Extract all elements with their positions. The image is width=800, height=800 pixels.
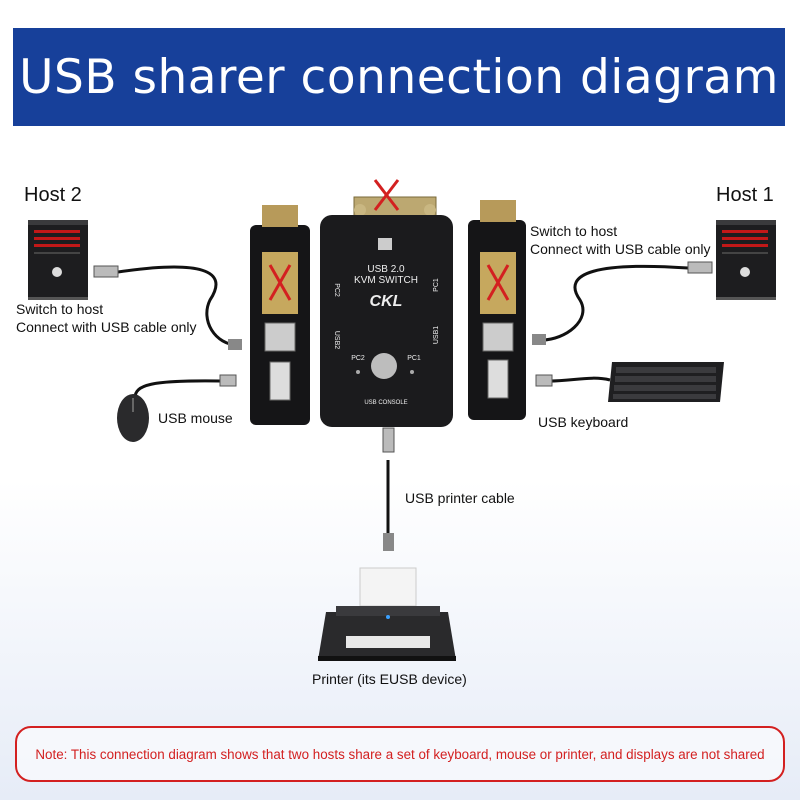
host2-computer-icon bbox=[28, 220, 88, 300]
mouse-icon bbox=[117, 394, 149, 442]
host1-switch-label: Switch to host bbox=[530, 223, 618, 239]
switch-line1: USB 2.0 bbox=[367, 264, 405, 275]
host2-connect-label: Connect with USB cable only bbox=[16, 319, 197, 335]
note-text: Note: This connection diagram shows that… bbox=[35, 746, 765, 762]
keyboard-icon bbox=[608, 362, 724, 402]
switch-console-label: USB CONSOLE bbox=[364, 400, 407, 406]
kvm-switch-device bbox=[320, 215, 453, 427]
switch-front-labels: USB 2.0 KVM SWITCH CKL PC2 PC1 USB CONSO… bbox=[333, 264, 440, 406]
switch-side-pc1-label: PC1 bbox=[433, 278, 440, 292]
title-banner: USB sharer connection diagram bbox=[13, 28, 785, 126]
host1-label: Host 1 bbox=[716, 184, 774, 206]
host2-switch-label: Switch to host bbox=[16, 301, 104, 317]
switch-pc2-label: PC2 bbox=[351, 355, 365, 362]
switch-side-pc2-label: PC2 bbox=[333, 283, 340, 297]
usb-plugs bbox=[93, 261, 713, 551]
host2-label: Host 2 bbox=[24, 184, 82, 206]
switch-right-side-panel bbox=[468, 200, 526, 420]
switch-pc1-label: PC1 bbox=[407, 355, 421, 362]
switch-usb1-label: USB1 bbox=[433, 326, 440, 344]
page-title: USB sharer connection diagram bbox=[19, 49, 779, 105]
note-box: Note: This connection diagram shows that… bbox=[15, 726, 785, 782]
switch-usb2-label: USB2 bbox=[333, 331, 340, 349]
keyboard-label: USB keyboard bbox=[538, 414, 629, 430]
printer-label: Printer (its EUSB device) bbox=[312, 671, 467, 687]
printer-icon bbox=[318, 567, 456, 661]
host1-computer-icon bbox=[716, 220, 776, 300]
cross-icon bbox=[373, 179, 400, 211]
switch-brand-logo: CKL bbox=[370, 293, 403, 310]
printer-cable-label: USB printer cable bbox=[405, 490, 515, 506]
switch-line2: KVM SWITCH bbox=[354, 275, 418, 286]
switch-left-side-panel bbox=[250, 205, 310, 425]
host1-connect-label: Connect with USB cable only bbox=[530, 241, 711, 257]
mouse-label: USB mouse bbox=[158, 410, 233, 426]
